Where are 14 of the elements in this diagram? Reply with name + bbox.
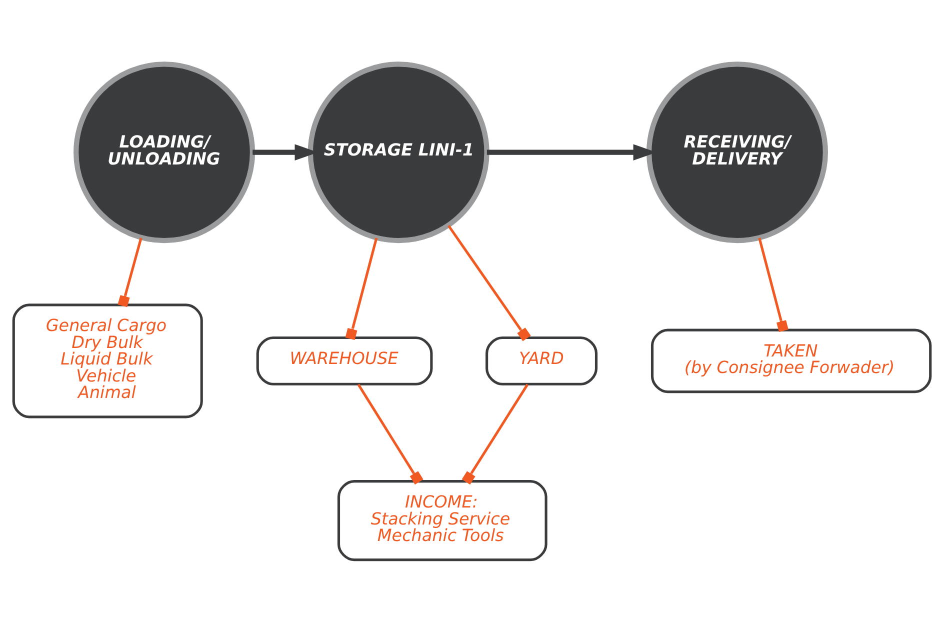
node-circle: RECEIVING/ DELIVERY bbox=[646, 61, 828, 243]
node-circle: STORAGE LINI-1 bbox=[308, 61, 490, 243]
node-box: General Cargo Dry Bulk Liquid Bulk Vehicle Animal bbox=[12, 303, 203, 418]
node-box: TAKEN (by Consignee Forwader) bbox=[650, 328, 932, 393]
node-box: WAREHOUSE bbox=[256, 336, 433, 385]
connector bbox=[462, 383, 529, 484]
node-circle: LOADING/ UNLOADING bbox=[74, 61, 256, 243]
connector bbox=[758, 237, 788, 332]
connector bbox=[448, 224, 531, 341]
node-box: INCOME: Stacking Service Mechanic Tools bbox=[337, 480, 548, 561]
connector bbox=[118, 237, 142, 307]
node-box: YARD bbox=[486, 336, 598, 385]
connector bbox=[357, 383, 424, 484]
connector bbox=[345, 237, 378, 340]
